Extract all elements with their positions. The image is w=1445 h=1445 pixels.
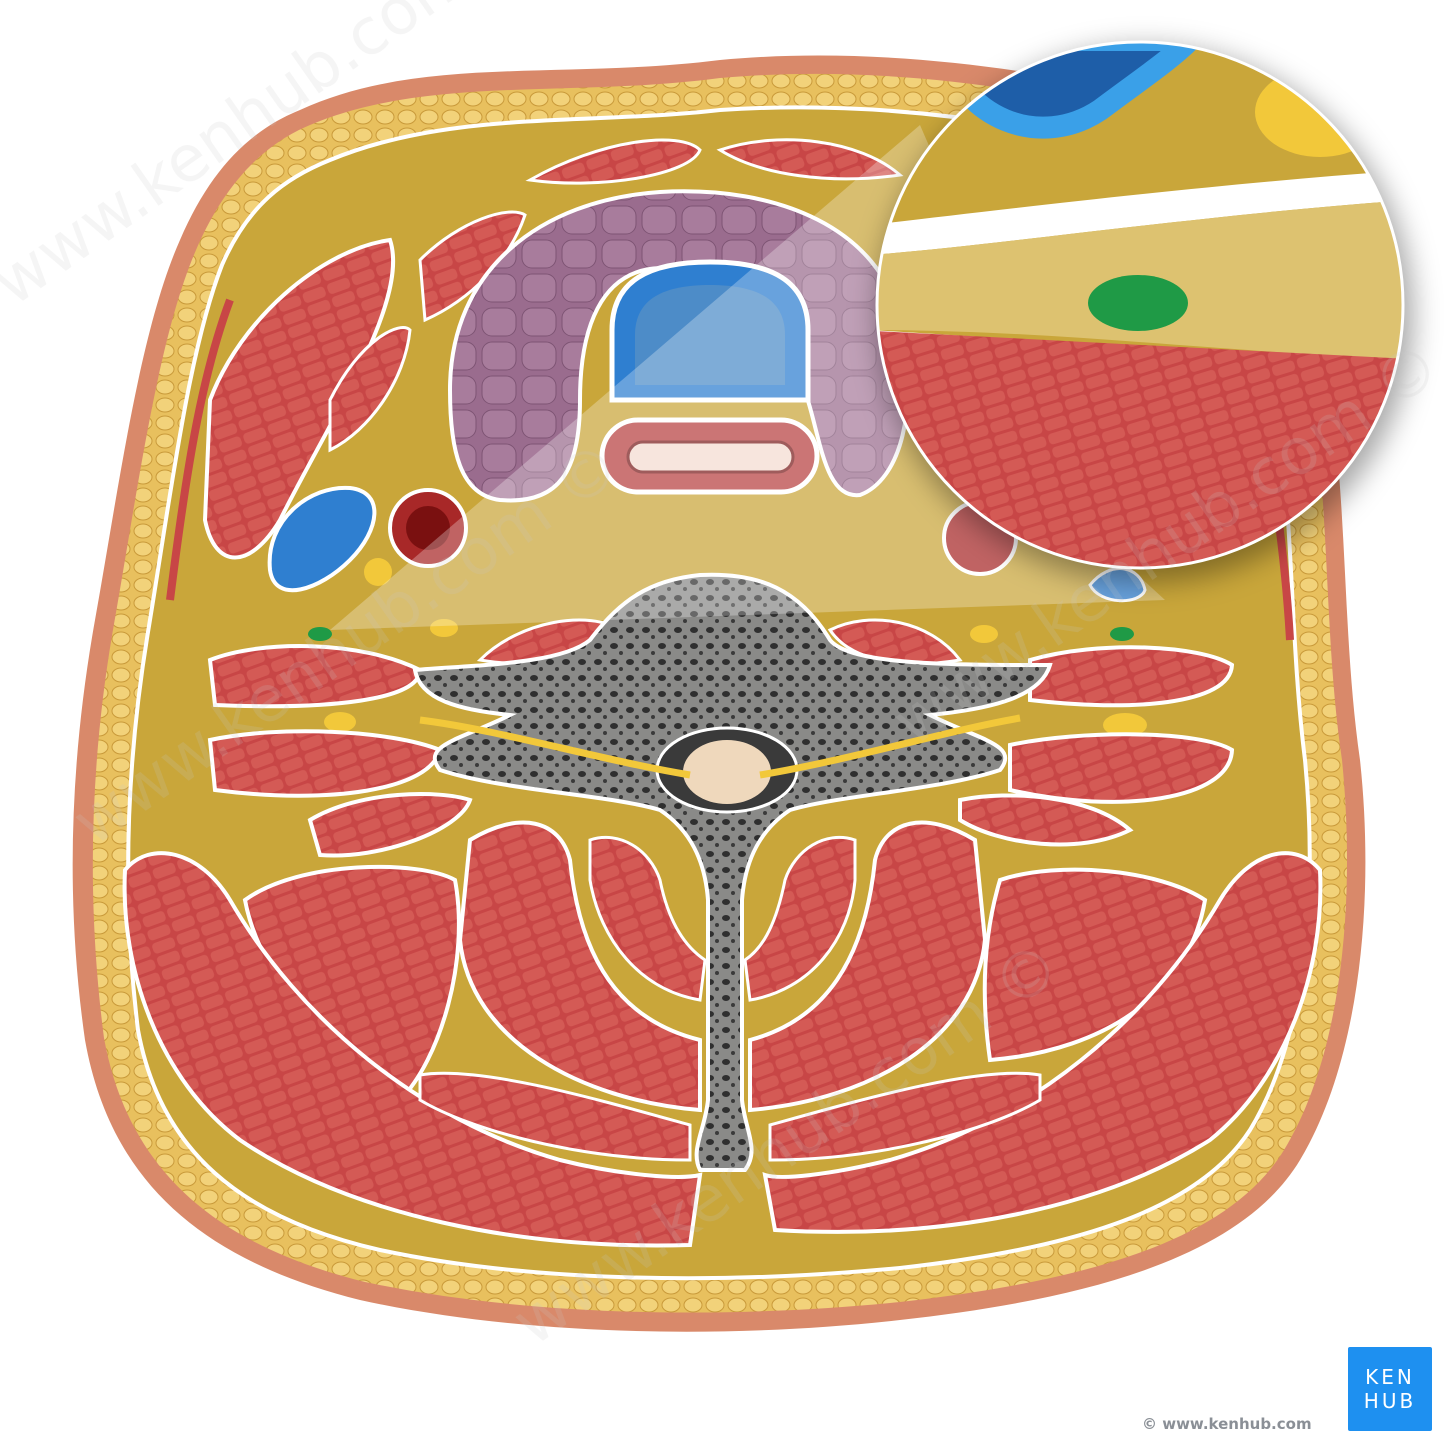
trachea-lumen [635,285,785,385]
common-carotid-lumen [406,506,450,550]
nerve-left [324,712,356,732]
internal-jugular-vein [267,485,377,593]
levator-scapulae-right [958,793,1134,847]
sternohyoid [328,326,412,453]
infrahyoid-muscle-right [716,138,904,181]
lymph-node-right [1110,627,1134,641]
cervical-vertebra [412,572,1053,1172]
semispinalis-left [457,820,702,1113]
logo-line-2: HUB [1363,1389,1417,1413]
vagus-nerve [364,558,392,586]
spinal-cord [683,740,771,804]
thyroid-gland [447,189,910,503]
rhomboid-left [418,1071,692,1162]
platysma [166,298,234,601]
nerve-right [1103,713,1147,737]
kenhub-logo: KEN HUB [1348,1347,1432,1431]
nerve-small-left [430,619,458,637]
multifidus-right [743,835,857,1002]
infrahyoid-muscle [525,138,702,185]
magnifier-ring [875,40,1405,570]
scalene-muscle-right-2 [1008,732,1235,804]
sternocleidomastoid [202,237,396,560]
rhomboid-right [768,1071,1042,1162]
spinal-nerve [419,714,1021,779]
esophagus-lumen [626,440,795,474]
scalene-muscle-right [1028,645,1235,708]
levator-scapulae [307,792,473,858]
logo-line-1: KEN [1365,1365,1415,1389]
copyright-credit: © www.kenhub.com [1142,1415,1312,1433]
trapezius-right [762,851,1323,1234]
nerve-small [970,625,998,643]
lymph-node [308,627,332,641]
trapezius-left [122,851,703,1248]
semispinalis-right [748,820,988,1113]
multifidus-left [588,835,707,1002]
magnified-lymph-node [1088,275,1188,331]
sternothyroid [418,210,527,323]
